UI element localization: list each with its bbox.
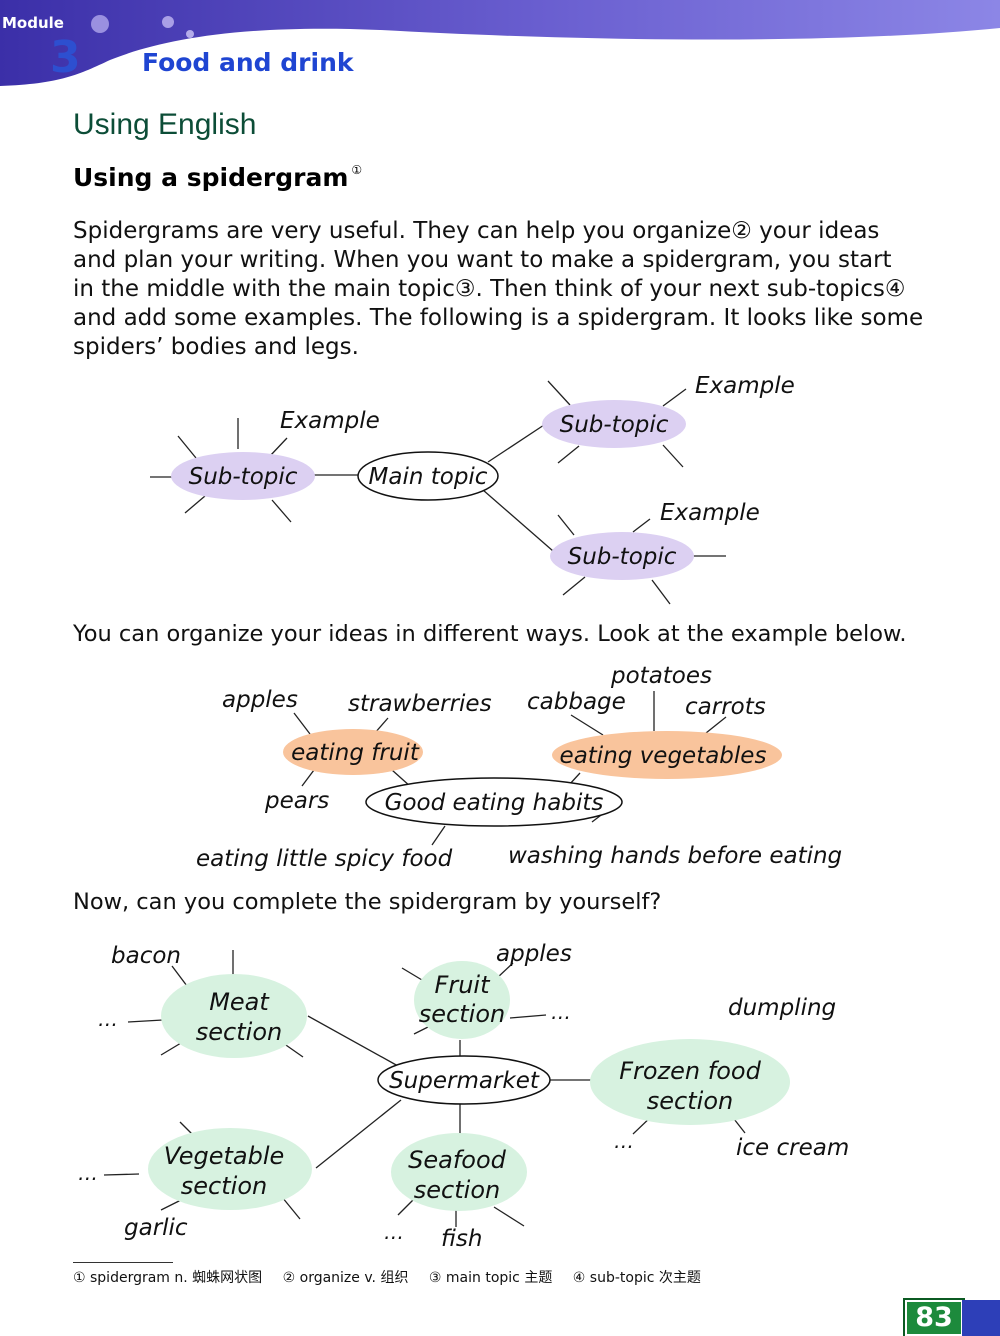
ellipsis-placeholder: …	[384, 1220, 404, 1244]
example-label: bacon	[111, 943, 181, 969]
section-label: section	[419, 1000, 505, 1028]
ellipsis-placeholder: …	[78, 1161, 98, 1185]
example-label: apples	[496, 941, 572, 967]
ellipsis-placeholder: …	[551, 1000, 571, 1024]
example-label: dumpling	[728, 995, 836, 1021]
spidergram-supermarket: Supermarket Meat section Fruit section F…	[0, 0, 1000, 1260]
footnote-divider	[73, 1262, 173, 1263]
footnote-item: ③ main topic 主题	[429, 1270, 552, 1286]
footnote-item: ① spidergram n. 蜘蛛网状图	[73, 1270, 262, 1286]
page-corner-tab	[962, 1300, 1000, 1336]
ellipsis-placeholder: …	[98, 1007, 118, 1031]
section-label: Frozen food	[619, 1057, 761, 1085]
footnotes: ① spidergram n. 蜘蛛网状图 ② organize v. 组织 ③…	[73, 1267, 717, 1287]
footnote-item: ② organize v. 组织	[283, 1270, 409, 1286]
ellipsis-placeholder: …	[614, 1129, 634, 1153]
example-label: fish	[441, 1226, 482, 1252]
section-label: Vegetable	[164, 1142, 285, 1170]
center-label: Supermarket	[389, 1068, 540, 1094]
section-label: section	[181, 1172, 267, 1200]
section-label: Fruit	[435, 971, 492, 999]
section-label: Seafood	[408, 1146, 507, 1174]
section-label: section	[414, 1176, 500, 1204]
footnote-item: ④ sub-topic 次主题	[573, 1270, 701, 1286]
section-label: section	[647, 1087, 733, 1115]
section-label: section	[196, 1018, 282, 1046]
page-number: 83	[905, 1300, 963, 1336]
example-label: garlic	[124, 1215, 188, 1241]
section-label: Meat	[209, 988, 270, 1016]
example-label: ice cream	[736, 1135, 849, 1161]
